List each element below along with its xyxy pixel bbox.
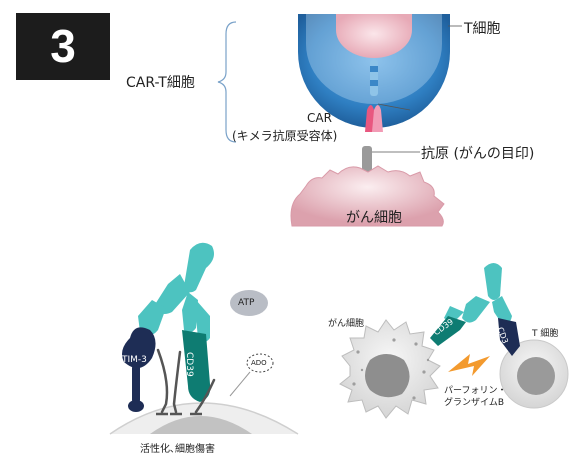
activation-caption: 活性化､細胞傷害: [140, 444, 215, 455]
cancer-cell-label: がん細胞: [346, 210, 402, 226]
ado-label: ADO: [251, 359, 267, 367]
car-sub-label: (キメラ抗原受容体): [232, 129, 338, 143]
grey-t-cell-shape: [499, 339, 569, 409]
antigen-shape: [362, 146, 372, 172]
cd39-label: CD39: [184, 352, 194, 377]
t-cell-label: T細胞: [464, 21, 501, 37]
atp-bubble: [230, 290, 268, 316]
ado-bubble: [246, 353, 274, 373]
atp-label: ATP: [238, 298, 255, 308]
grey-cancer-cell-shape: [339, 319, 441, 419]
perforin-label-line2: グランザイムB: [444, 398, 504, 408]
right-antibody-shape: [444, 263, 512, 325]
tim3-label: TIM-3: [122, 355, 147, 365]
antigen-label: 抗原 (がんの目印): [421, 146, 535, 162]
signal-arrows: [156, 348, 216, 414]
car-t-cell-label: CAR-T細胞: [126, 75, 195, 91]
car-label: CAR: [307, 111, 332, 125]
antibody-shape: [138, 242, 214, 342]
car-receptor-shape: [365, 60, 383, 132]
t-cell-shape: [298, 14, 450, 128]
right-cd3-shape: [498, 318, 520, 356]
tim3-receptor-shape: [122, 327, 156, 412]
right-t-cell-label: T 細胞: [532, 329, 559, 339]
right-cancer-cell-label: がん細胞: [328, 319, 365, 329]
step-number-badge: 3: [16, 13, 110, 80]
cancer-cell-shape: [290, 165, 445, 227]
cd39-receptor-shape: [182, 330, 211, 402]
perforin-label-line1: パーフォリン・: [444, 386, 507, 396]
brace-bracket: [217, 21, 237, 143]
right-cd39-shape: [430, 316, 466, 346]
lightning-arrow-icon: [448, 354, 490, 376]
